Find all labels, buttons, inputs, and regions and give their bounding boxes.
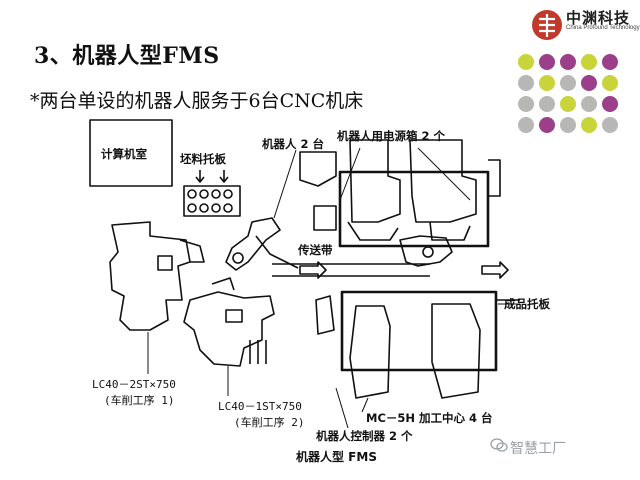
product-pallet-arrow: [481, 261, 509, 279]
decor-dot: [560, 96, 576, 112]
pallet-arrow-2: [219, 170, 229, 183]
label-power-boxes: 机器人用电源箱 2 个: [337, 129, 446, 143]
decor-dot: [539, 54, 555, 70]
pallet-arrow-1: [195, 170, 205, 183]
decor-dot: [581, 117, 597, 133]
robot-1-arm: [225, 217, 281, 271]
lathe-2-outline: [183, 291, 275, 367]
lathe-2-chuck: [225, 309, 243, 323]
decor-dot: [560, 117, 576, 133]
conveyor-belt: [272, 263, 430, 277]
decor-dot: [518, 96, 534, 112]
robot-2-arm: [399, 235, 453, 267]
label-machining-centers: MC－5H 加工中心 4 台: [366, 411, 493, 425]
label-lathe-2-model: LC40－1ST×750: [218, 400, 302, 413]
label-robot-controllers: 机器人控制器 2 个: [316, 429, 413, 443]
machining-center-bottom-frame: [340, 290, 498, 372]
label-computer-room: 计算机室: [101, 147, 147, 161]
slide-subtitle: *两台单设的机器人服务于6台CNC机床: [30, 90, 364, 112]
slide-title: 3、机器人型FMS: [34, 43, 220, 69]
decor-dot: [581, 96, 597, 112]
decor-dot: [518, 54, 534, 70]
decor-dot: [602, 54, 618, 70]
decor-dot: [581, 75, 597, 91]
label-lathe-1-step: (车削工序 1): [104, 394, 175, 407]
machining-center-top-frame: [338, 170, 490, 248]
decor-dot: [539, 117, 555, 133]
diagram-caption: 机器人型 FMS: [296, 450, 377, 464]
label-conveyor: 传送带: [298, 243, 333, 257]
decor-dot: [602, 117, 618, 133]
logo-name: 中渊科技: [566, 9, 631, 27]
robot-controller-2: [313, 205, 337, 231]
robot-controller-1: [299, 151, 337, 187]
blank-pallet-grid: [183, 185, 241, 217]
label-lathe-2-step: (车削工序 2): [234, 416, 305, 429]
decor-dot: [518, 117, 534, 133]
decor-dot: [560, 54, 576, 70]
watermark-text: 智慧工厂: [510, 441, 566, 457]
lathe-1-chuck: [157, 255, 173, 271]
company-logo-icon: [532, 10, 562, 40]
decor-dot: [560, 75, 576, 91]
label-product-pallet: 成品托板: [504, 297, 550, 311]
decorative-dot-grid: [518, 54, 618, 133]
decor-dot: [539, 75, 555, 91]
label-lathe-1-model: LC40－2ST×750: [92, 378, 176, 391]
decor-dot: [602, 96, 618, 112]
decor-dot: [581, 54, 597, 70]
decor-dot: [539, 96, 555, 112]
logo-subtitle: China Profound Technology: [566, 25, 640, 31]
leader-lines: [147, 147, 520, 429]
decor-dot: [518, 75, 534, 91]
lathe-1-outline: [109, 221, 191, 331]
decor-dot: [602, 75, 618, 91]
computer-room-box: [89, 119, 173, 187]
label-robots: 机器人 2 台: [262, 137, 325, 151]
label-blank-pallet: 坯料托板: [180, 152, 226, 166]
wechat-icon: [490, 438, 508, 452]
